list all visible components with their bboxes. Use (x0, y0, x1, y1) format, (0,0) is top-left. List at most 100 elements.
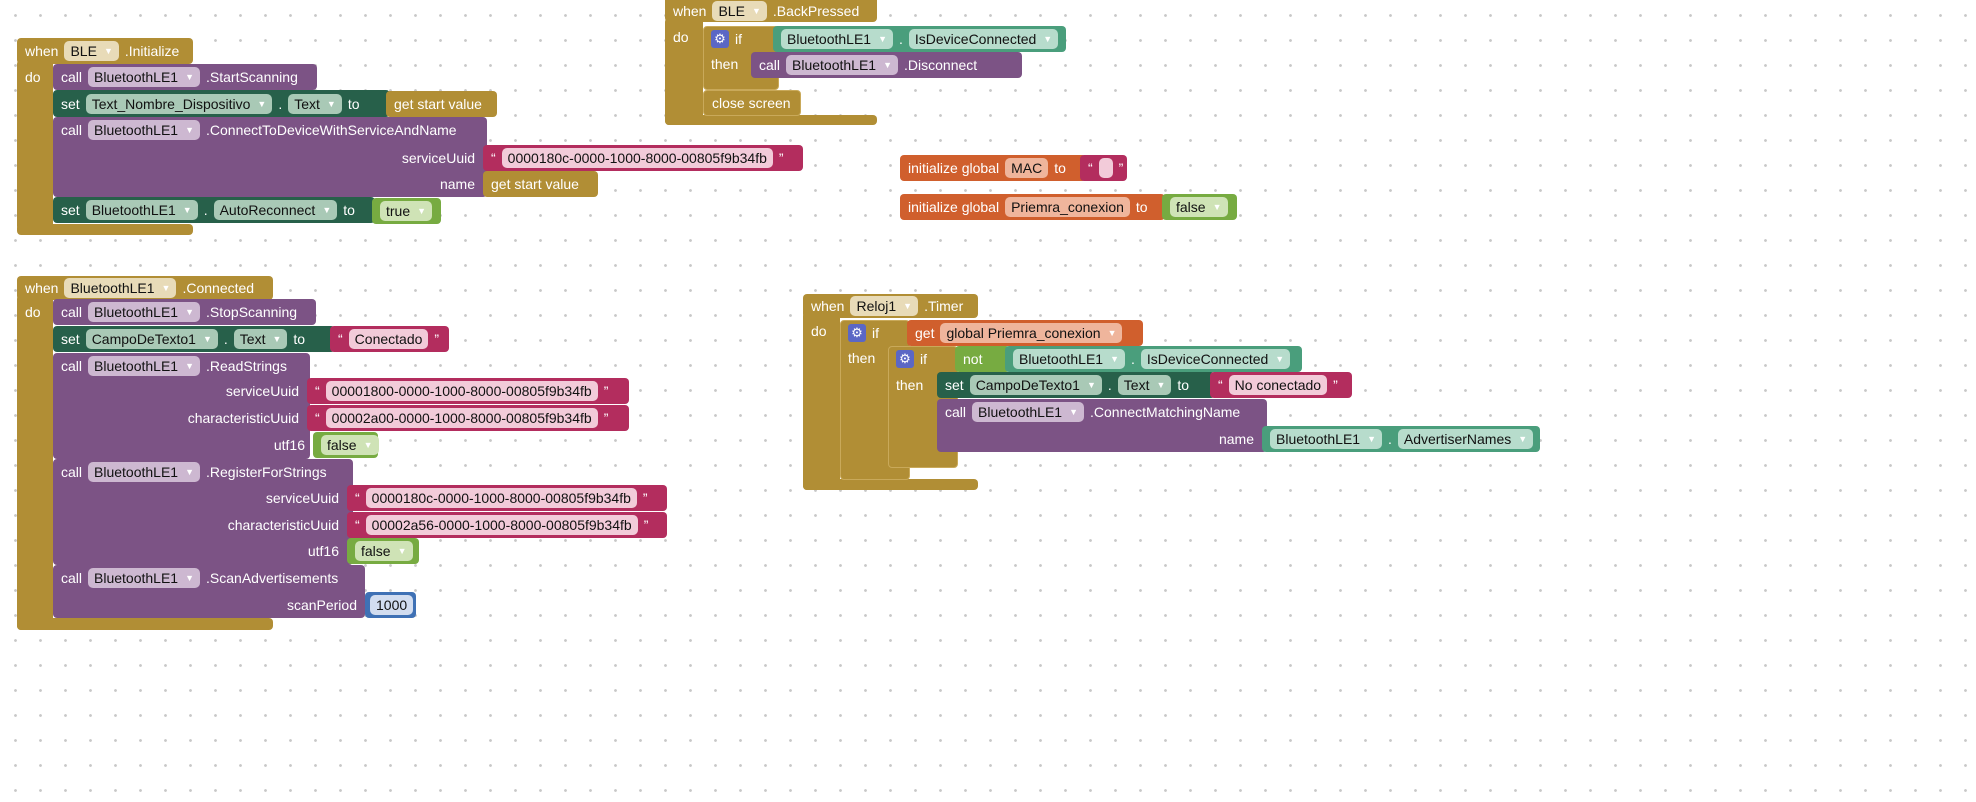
global-mac-block[interactable]: initialize global MAC to (900, 155, 1086, 181)
number-block[interactable]: 1000 (365, 592, 416, 618)
text-block[interactable]: No conectado (1210, 372, 1352, 398)
component-dropdown[interactable]: BluetoothLE1▼ (88, 568, 201, 588)
text-block[interactable]: 0000180c-0000-1000-8000-00805f9b34fb (347, 485, 667, 511)
get-start-value-block[interactable]: get start value (483, 171, 598, 197)
property-dropdown[interactable]: AdvertiserNames▼ (1397, 429, 1534, 449)
boolean-block[interactable]: false▼ (1162, 194, 1237, 220)
text-value[interactable]: 0000180c-0000-1000-8000-00805f9b34fb (365, 488, 637, 508)
arg-label: characteristicUuid (227, 517, 339, 533)
text-value[interactable]: 00001800-0000-1000-8000-00805f9b34fb (325, 381, 598, 401)
dot-label: . (899, 31, 903, 47)
call-label: call (61, 464, 83, 480)
set-label: set (61, 202, 80, 218)
set-autoreconnect-block[interactable]: set BluetoothLE1▼ . AutoReconnect▼ to (53, 197, 375, 223)
arg-label: name (439, 176, 475, 192)
call-start-scanning-block[interactable]: call BluetoothLE1▼ .StartScanning (53, 64, 317, 90)
component-dropdown[interactable]: BluetoothLE1▼ (88, 120, 201, 140)
advertiser-names-block[interactable]: BluetoothLE1▼ . AdvertiserNames▼ (1262, 426, 1540, 452)
to-label: to (1135, 199, 1148, 215)
call-stop-scanning-block[interactable]: call BluetoothLE1▼ .StopScanning (53, 299, 316, 325)
set-text-block[interactable]: set CampoDeTexto1▼ . Text▼ to (937, 372, 1215, 398)
component-dropdown[interactable]: Text_Nombre_Dispositivo▼ (85, 93, 273, 114)
close-screen-block[interactable]: close screen (703, 90, 801, 116)
gear-icon[interactable]: ⚙ (896, 350, 914, 368)
dropdown-arrow-icon: ▼ (417, 206, 427, 216)
component-name: BluetoothLE1 (94, 358, 179, 374)
component-dropdown[interactable]: BLE▼ (712, 1, 767, 21)
text-value[interactable]: No conectado (1228, 375, 1328, 395)
variable-name-field[interactable]: MAC (1005, 158, 1049, 178)
number-value[interactable]: 1000 (370, 595, 414, 615)
method-name: .StopScanning (206, 304, 298, 320)
boolean-block[interactable]: false▼ (313, 432, 379, 458)
method-name: .ReadStrings (206, 358, 287, 374)
boolean-dropdown[interactable]: false▼ (1170, 197, 1228, 217)
component-dropdown[interactable]: BluetoothLE1▼ (88, 302, 201, 322)
text-block[interactable]: 0000180c-0000-1000-8000-00805f9b34fb (483, 145, 803, 171)
get-variable-block[interactable]: get global Priemra_conexion▼ (907, 320, 1143, 346)
component-dropdown[interactable]: BluetoothLE1▼ (88, 462, 201, 482)
property-dropdown[interactable]: IsDeviceConnected▼ (1140, 349, 1291, 369)
global-priemra-conexion-block[interactable]: initialize global Priemra_conexion to (900, 194, 1165, 220)
property-dropdown[interactable]: AutoReconnect▼ (213, 200, 338, 220)
dropdown-arrow-icon: ▼ (202, 334, 212, 344)
variable-name-field[interactable]: Priemra_conexion (1005, 197, 1130, 217)
component-dropdown[interactable]: BluetoothLE1▼ (64, 278, 177, 298)
component-name: BluetoothLE1 (1276, 431, 1361, 447)
component-dropdown[interactable]: CampoDeTexto1▼ (85, 329, 218, 349)
is-device-connected-block[interactable]: BluetoothLE1▼ . IsDeviceConnected▼ (773, 26, 1066, 52)
component-dropdown[interactable]: BluetoothLE1▼ (88, 67, 201, 87)
dropdown-arrow-icon: ▼ (1043, 34, 1053, 44)
boolean-value: true (386, 203, 411, 219)
arg-label: utf16 (307, 543, 339, 559)
text-block[interactable] (1080, 155, 1127, 181)
set-label: set (945, 377, 964, 393)
text-value[interactable]: 00002a56-0000-1000-8000-00805f9b34fb (365, 515, 638, 535)
boolean-block[interactable]: false▼ (347, 538, 419, 564)
get-start-value-label: get start value (394, 96, 482, 112)
text-value[interactable]: 0000180c-0000-1000-8000-00805f9b34fb (501, 148, 773, 168)
component-dropdown[interactable]: BluetoothLE1▼ (781, 29, 893, 49)
call-disconnect-block[interactable]: call BluetoothLE1▼ .Disconnect (751, 52, 1022, 78)
component-dropdown[interactable]: BluetoothLE1▼ (972, 402, 1085, 422)
component-dropdown[interactable]: BluetoothLE1▼ (1013, 349, 1125, 369)
get-start-value-block[interactable]: get start value (386, 91, 497, 117)
text-value[interactable] (1098, 158, 1113, 178)
component-dropdown[interactable]: BLE▼ (64, 41, 119, 61)
variable-dropdown[interactable]: global Priemra_conexion▼ (940, 323, 1123, 343)
dropdown-arrow-icon: ▼ (185, 573, 195, 583)
component-dropdown[interactable]: BluetoothLE1▼ (88, 356, 201, 376)
set-text-block[interactable]: set CampoDeTexto1▼ . Text▼ to (53, 326, 335, 352)
to-label: to (347, 95, 360, 112)
component-dropdown[interactable]: BluetoothLE1▼ (85, 200, 198, 220)
property-dropdown[interactable]: Text▼ (1117, 375, 1172, 395)
boolean-dropdown[interactable]: true ▼ (380, 201, 433, 221)
is-device-connected-block[interactable]: BluetoothLE1▼ . IsDeviceConnected▼ (1005, 346, 1302, 372)
property-dropdown[interactable]: Text▼ (233, 329, 288, 349)
component-dropdown[interactable]: CampoDeTexto1▼ (969, 375, 1102, 395)
set-text-block[interactable]: set Text_Nombre_Dispositivo▼ . Text▼ to (53, 90, 390, 117)
boolean-dropdown[interactable]: false▼ (355, 541, 413, 561)
component-dropdown[interactable]: BluetoothLE1▼ (1270, 429, 1382, 449)
text-block[interactable]: 00002a00-0000-1000-8000-00805f9b34fb (307, 405, 629, 431)
text-block[interactable]: Conectado (330, 326, 449, 352)
boolean-dropdown[interactable]: false▼ (321, 435, 379, 455)
dropdown-arrow-icon: ▼ (185, 125, 195, 135)
to-label: to (1054, 160, 1066, 176)
block-bg (17, 224, 193, 235)
text-block[interactable]: 00001800-0000-1000-8000-00805f9b34fb (307, 378, 629, 404)
component-name: Reloj1 (856, 298, 897, 314)
component-dropdown[interactable]: Reloj1▼ (850, 296, 919, 316)
text-block[interactable]: 00002a56-0000-1000-8000-00805f9b34fb (347, 512, 667, 538)
method-name: .Disconnect (904, 57, 978, 73)
gear-icon[interactable]: ⚙ (848, 324, 866, 342)
not-block[interactable]: not (955, 346, 1010, 372)
gear-icon[interactable]: ⚙ (711, 30, 729, 48)
text-value[interactable]: 00002a00-0000-1000-8000-00805f9b34fb (325, 408, 598, 428)
component-dropdown[interactable]: BluetoothLE1▼ (786, 55, 899, 75)
boolean-block[interactable]: true ▼ (372, 198, 441, 224)
dot-label: . (278, 95, 283, 112)
text-value[interactable]: Conectado (348, 329, 429, 349)
property-dropdown[interactable]: Text▼ (288, 93, 342, 114)
property-dropdown[interactable]: IsDeviceConnected▼ (908, 29, 1059, 49)
